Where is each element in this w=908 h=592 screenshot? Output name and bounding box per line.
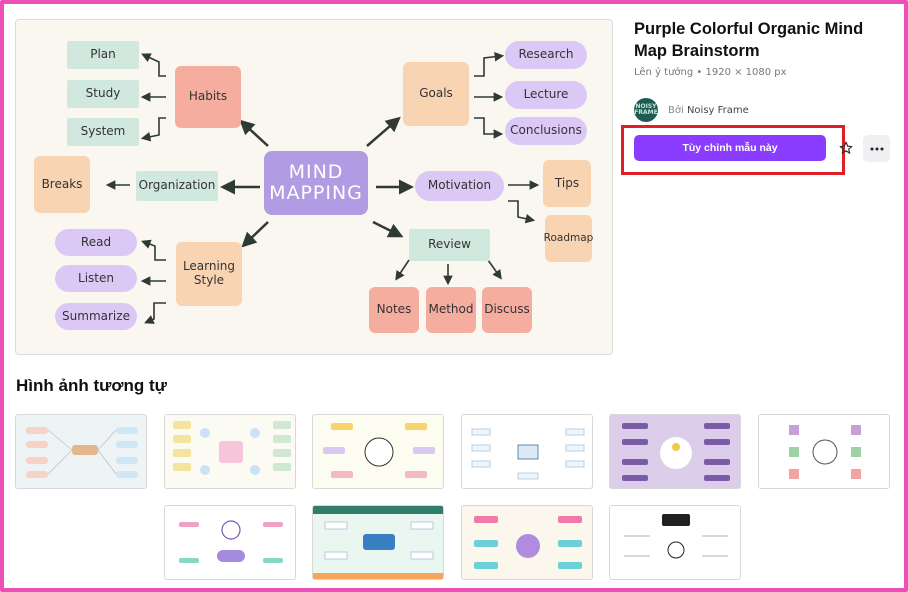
ellipsis-icon [870,147,883,150]
author-name-link[interactable]: Noisy Frame [686,104,749,116]
similar-thumb-6[interactable] [758,414,890,489]
discuss-node: Discuss [482,287,532,333]
more-options-button[interactable] [863,135,890,162]
conclusions-node: Conclusions [505,117,587,145]
avatar[interactable]: NOISY FRAME [634,98,658,122]
system-node: System [67,118,139,146]
read-node: Read [55,229,137,256]
similar-thumb-3[interactable] [312,414,444,489]
favorite-star-icon[interactable] [836,138,856,158]
similar-thumb-10[interactable] [609,505,741,580]
goals-node: Goals [403,62,469,126]
organization-node: Organization [136,171,218,201]
method-node: Method [426,287,476,333]
template-preview[interactable]: MIND MAPPING Habits Plan Study System Or… [15,19,613,355]
author-prefix: Bởi [668,104,684,116]
motivation-node: Motivation [415,171,504,201]
connector-arrows [105,51,540,324]
breaks-node: Breaks [34,156,90,213]
listen-node: Listen [55,265,137,292]
roadmap-node: Roadmap [544,215,593,262]
template-meta: Lên ý tưởng • 1920 × 1080 px [634,67,787,78]
similar-thumb-9[interactable] [461,505,593,580]
tips-node: Tips [543,160,591,207]
center-node: MIND MAPPING [264,151,368,215]
similar-images-heading: Hình ảnh tương tự [16,376,167,395]
template-title: Purple Colorful Organic Mind Map Brainst… [634,20,864,60]
similar-thumb-8[interactable] [312,505,444,580]
summarize-node: Summarize [55,303,137,330]
plan-node: Plan [67,41,139,69]
similar-thumb-1[interactable] [15,414,147,489]
learning-style-node: Learning Style [176,242,242,306]
similar-thumb-4[interactable] [461,414,593,489]
customize-template-button[interactable]: Tùy chỉnh mẫu này [634,135,826,161]
notes-node: Notes [369,287,419,333]
avatar-text: NOISY FRAME [634,103,658,116]
author-row[interactable]: NOISY FRAME Bởi Noisy Frame [634,98,749,122]
study-node: Study [67,80,139,108]
author-text: Bởi Noisy Frame [668,105,749,116]
review-node: Review [409,229,490,261]
lecture-node: Lecture [505,81,587,109]
similar-thumb-2[interactable] [164,414,296,489]
similar-thumb-7[interactable] [164,505,296,580]
research-node: Research [505,41,587,69]
habits-node: Habits [175,66,241,128]
similar-thumb-5[interactable] [609,414,741,489]
